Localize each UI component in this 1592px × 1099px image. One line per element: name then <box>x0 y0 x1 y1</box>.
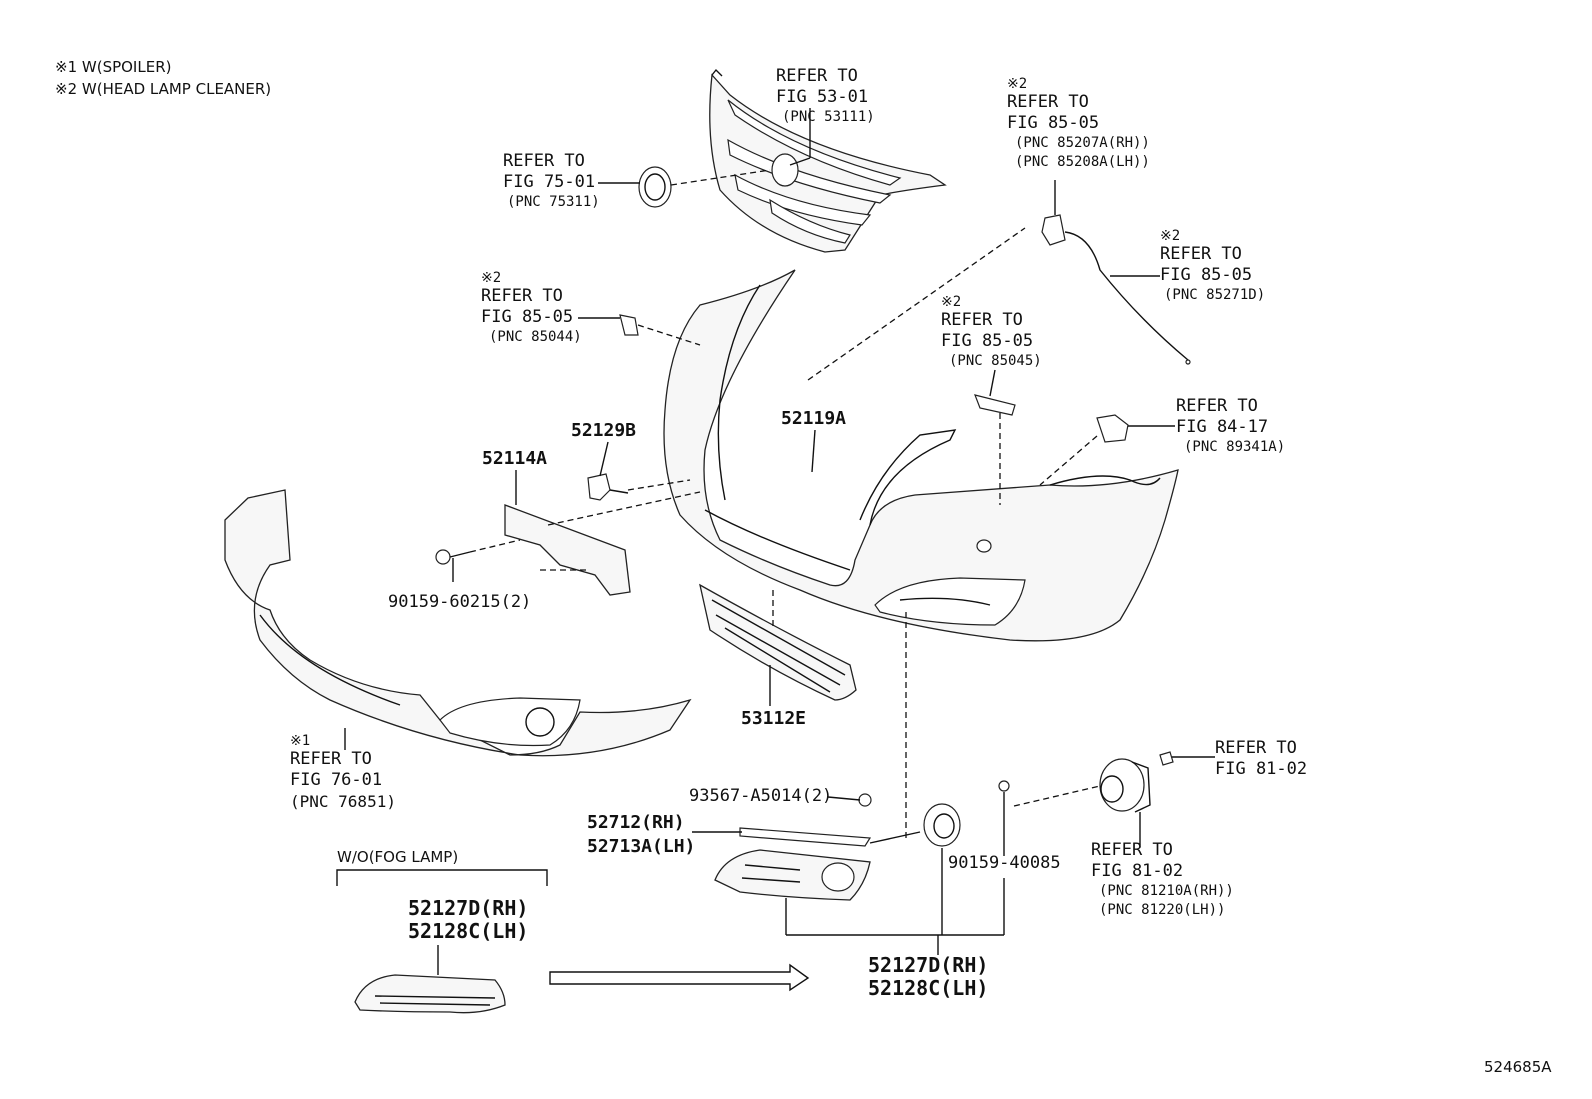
part-52119A: 52119A <box>781 408 847 429</box>
ref-sensor-l3: (PNC 89341A) <box>1184 439 1286 455</box>
ref-cap-right: ※2 REFER TO FIG 85-05 (PNC 85045) <box>941 294 1042 371</box>
tow-hook-cover <box>587 473 629 501</box>
ref-cleaner-nozzle-l3: (PNC 85207A(RH)) <box>1015 135 1150 151</box>
ref-cleaner-nozzle-l2: FIG 85-05 <box>1007 113 1100 133</box>
fog-lamp-cover-no-fog <box>354 974 506 1014</box>
ref-foglamp-l2: FIG 81-02 <box>1091 861 1184 881</box>
note-head-lamp-cleaner: ※2 W(HEAD LAMP CLEANER) <box>55 80 272 98</box>
ref-cap-right-l2: FIG 85-05 <box>941 331 1034 351</box>
emblem <box>638 166 672 208</box>
washer-cap-right <box>974 394 1016 416</box>
ref-cap-left-mark: ※2 <box>481 270 502 286</box>
ref-spoiler-l1: REFER TO <box>290 749 372 769</box>
ref-cleaner-hose-mark: ※2 <box>1160 228 1181 244</box>
ref-cleaner-nozzle-mark: ※2 <box>1007 76 1028 92</box>
front-bumper-cover <box>663 269 1179 642</box>
ref-cleaner-hose-l1: REFER TO <box>1160 244 1242 264</box>
headlamp-cleaner-nozzle <box>1041 214 1191 365</box>
ref-emblem: REFER TO FIG 75-01 (PNC 75311) <box>503 151 600 212</box>
ref-foglamp-l4: (PNC 81220(LH)) <box>1099 902 1226 918</box>
ref-cap-right-l1: REFER TO <box>941 310 1023 330</box>
screw-9015960215 <box>435 549 471 565</box>
ref-cleaner-nozzle: ※2 REFER TO FIG 85-05 (PNC 85207A(RH)) (… <box>1007 76 1150 172</box>
ref-cap-left-l2: FIG 85-05 <box>481 307 574 327</box>
ref-spoiler-l2: FIG 76-01 <box>290 770 383 790</box>
ref-spoiler-mark: ※1 <box>290 733 311 749</box>
part-90159-60215: 90159-60215(2) <box>388 592 532 612</box>
ref-grille-l3: (PNC 53111) <box>782 109 875 125</box>
ref-foglamp-bulb-l2: FIG 81-02 <box>1215 759 1308 779</box>
lower-grille <box>699 583 857 701</box>
ref-cleaner-nozzle-l1: REFER TO <box>1007 92 1089 112</box>
ref-foglamp-l1: REFER TO <box>1091 840 1173 860</box>
part-52128C-lh: 52128C(LH) <box>868 976 989 1000</box>
ref-emblem-l2: FIG 75-01 <box>503 172 596 192</box>
bracket-52712 <box>739 827 872 847</box>
ref-cleaner-hose-l3: (PNC 85271D) <box>1164 287 1266 303</box>
ref-cap-right-l3: (PNC 85045) <box>949 353 1042 369</box>
ref-emblem-l1: REFER TO <box>503 151 585 171</box>
leader-lines <box>344 108 1215 975</box>
part-90159-40085: 90159-40085 <box>948 853 1061 873</box>
figure-id: 524685A <box>1484 1058 1552 1076</box>
ref-foglamp-bulb-l1: REFER TO <box>1215 738 1297 758</box>
ref-cap-right-mark: ※2 <box>941 294 962 310</box>
fog-lamp-assembly <box>1099 758 1151 813</box>
part-93567-A5014: 93567-A5014(2) <box>689 786 833 806</box>
part-52713A-lh: 52713A(LH) <box>587 836 696 857</box>
without-fog-lamp-label: W/O(FOG LAMP) <box>337 848 459 866</box>
ref-foglamp: REFER TO FIG 81-02 (PNC 81210A(RH)) (PNC… <box>1091 840 1234 920</box>
ref-cleaner-hose: ※2 REFER TO FIG 85-05 (PNC 85271D) <box>1160 228 1265 305</box>
radiator-grille <box>709 68 947 253</box>
ref-grille-l2: FIG 53-01 <box>776 87 869 107</box>
fog-lamp-cover <box>714 849 871 901</box>
ref-cap-left-l1: REFER TO <box>481 286 563 306</box>
ref-spoiler-l3: (PNC 76851) <box>290 792 396 811</box>
ref-spoiler: ※1 REFER TO FIG 76-01 (PNC 76851) <box>290 733 396 812</box>
ref-grille-l1: REFER TO <box>776 66 858 86</box>
fog-lamp-ring <box>923 803 961 847</box>
part-52127D-rh: 52127D(RH) <box>868 953 989 977</box>
washer-cap-left <box>619 314 639 336</box>
front-spoiler <box>224 489 692 757</box>
ref-emblem-l3: (PNC 75311) <box>507 194 600 210</box>
ref-cleaner-nozzle-l4: (PNC 85208A(LH)) <box>1015 154 1150 170</box>
clearance-sensor <box>1096 414 1129 443</box>
replacement-arrow <box>549 963 810 992</box>
license-plate-bracket <box>504 504 631 596</box>
ref-grille: REFER TO FIG 53-01 (PNC 53111) <box>776 66 875 127</box>
ref-sensor-l1: REFER TO <box>1176 396 1258 416</box>
part-52127D-rh-without-fog: 52127D(RH) <box>408 896 529 920</box>
fog-lamp-bulb <box>1159 751 1174 766</box>
screw-93567 <box>858 793 872 807</box>
ref-foglamp-l3: (PNC 81210A(RH)) <box>1099 883 1234 899</box>
note-spoiler: ※1 W(SPOILER) <box>55 58 172 76</box>
clip-9015940085 <box>998 780 1010 792</box>
ref-cap-left: ※2 REFER TO FIG 85-05 (PNC 85044) <box>481 270 582 347</box>
ref-sensor: REFER TO FIG 84-17 (PNC 89341A) <box>1176 396 1285 457</box>
part-52114A: 52114A <box>482 448 548 469</box>
part-52712-rh: 52712(RH) <box>587 812 685 833</box>
part-52128C-lh-without-fog: 52128C(LH) <box>408 919 529 943</box>
part-53112E: 53112E <box>741 708 807 729</box>
part-52129B: 52129B <box>571 420 637 441</box>
ref-cap-left-l3: (PNC 85044) <box>489 329 582 345</box>
ref-sensor-l2: FIG 84-17 <box>1176 417 1269 437</box>
ref-foglamp-bulb: REFER TO FIG 81-02 <box>1215 738 1307 780</box>
ref-cleaner-hose-l2: FIG 85-05 <box>1160 265 1253 285</box>
